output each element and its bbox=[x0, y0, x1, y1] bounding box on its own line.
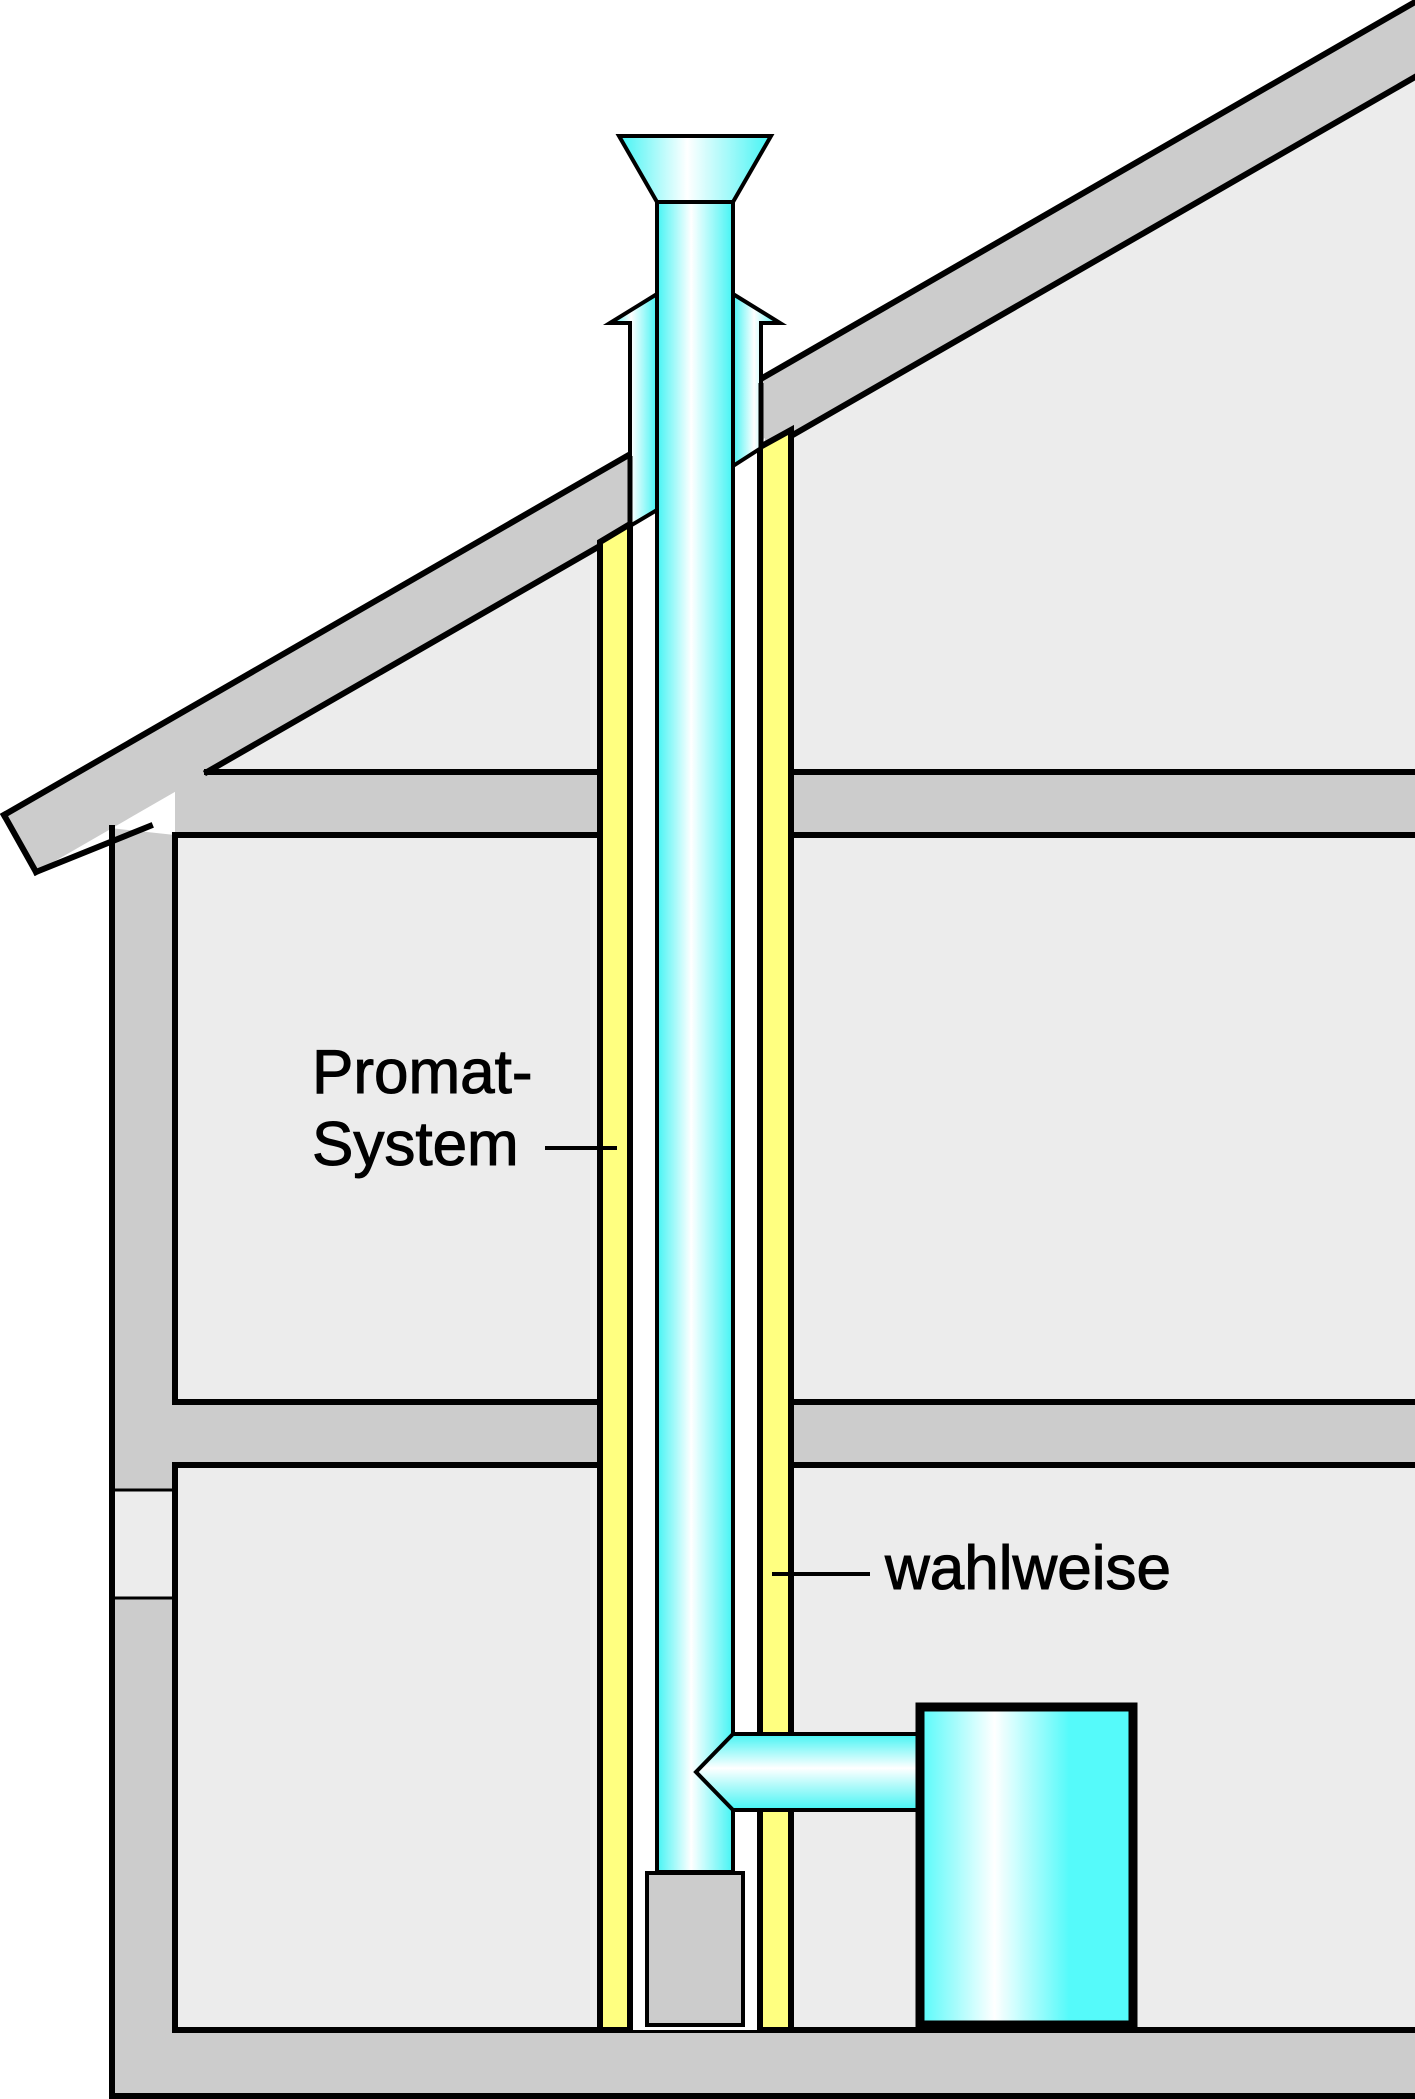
cleanout-box bbox=[645, 1871, 745, 2027]
upper-ceiling bbox=[175, 772, 1415, 835]
flue-pipe-body bbox=[655, 200, 735, 1874]
middle-ceiling bbox=[175, 1402, 1415, 1465]
collar-left bbox=[602, 290, 659, 530]
window-opening bbox=[112, 1490, 175, 1598]
roof-collar bbox=[602, 290, 788, 530]
insulation-right bbox=[757, 424, 794, 2033]
flue-cap bbox=[615, 134, 775, 204]
connector-pipe bbox=[693, 1732, 922, 1812]
insulation-left bbox=[597, 518, 633, 2033]
flue-pipe bbox=[615, 134, 775, 1874]
window-lines bbox=[112, 1488, 175, 1600]
upper-floor-interior bbox=[175, 835, 1415, 1402]
promat-label-line2: System bbox=[311, 1110, 519, 1180]
boiler-unit bbox=[915, 1702, 1138, 2030]
wahlweise-label: wahlweise bbox=[884, 1534, 1172, 1604]
promat-system-label: Promat- System bbox=[311, 1037, 533, 1181]
promat-label-line1: Promat- bbox=[311, 1038, 533, 1108]
